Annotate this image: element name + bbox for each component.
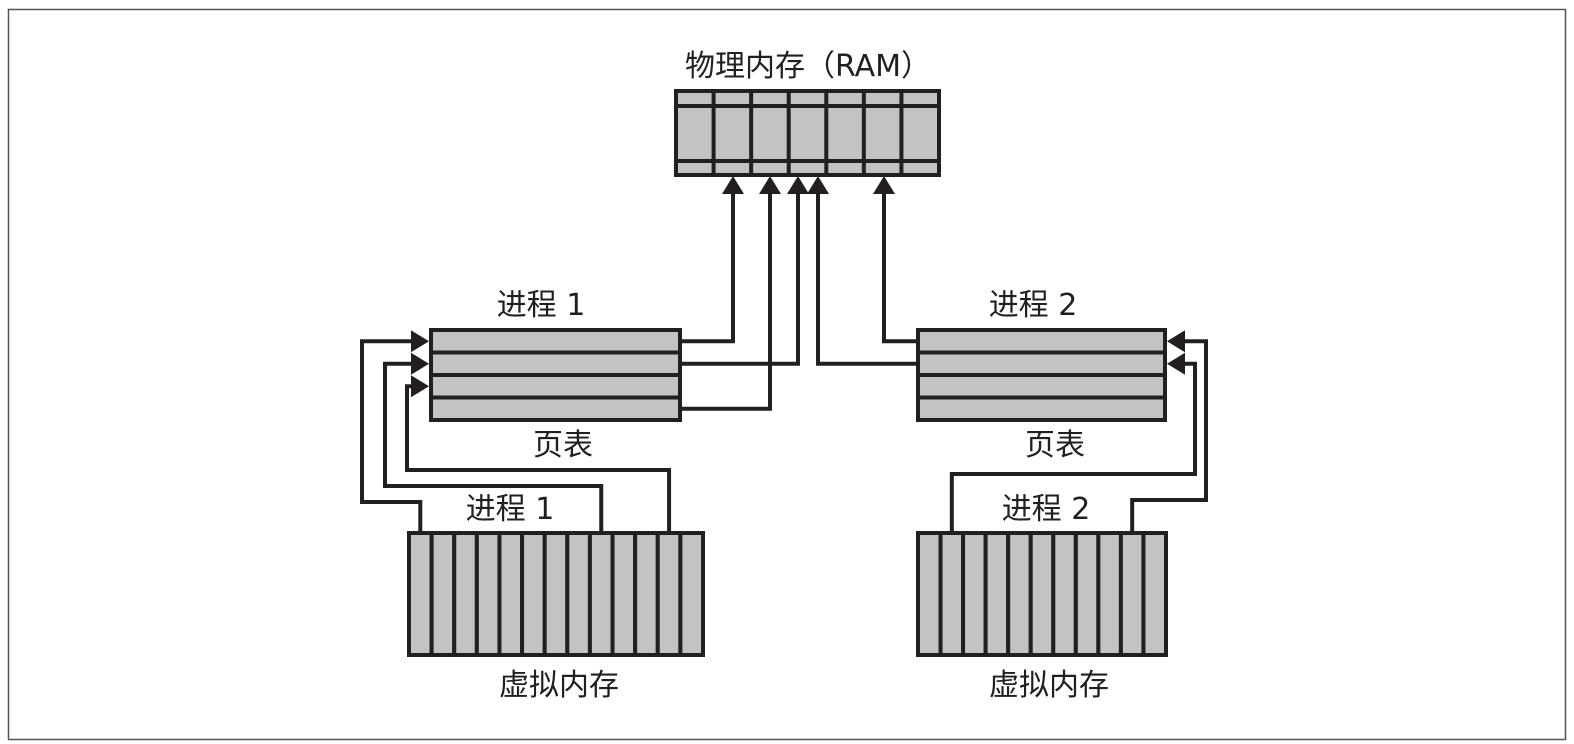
arrowhead-icon	[1167, 352, 1185, 375]
virtual-memory-cell	[497, 531, 525, 657]
virtual-memory-cell	[474, 531, 502, 657]
virtual-memory-cell	[452, 531, 479, 657]
arrowhead-icon	[873, 176, 895, 194]
arrowhead-icon	[787, 176, 809, 194]
page-table-row	[916, 395, 1167, 422]
vm-to-page-table-link	[949, 361, 1197, 533]
page-table-row	[429, 395, 682, 422]
vm-to-page-table-link	[405, 384, 672, 533]
arrowhead-icon	[1167, 330, 1185, 353]
ram-label: 物理内存（RAM）	[685, 49, 931, 84]
virtual-memory-cell	[1141, 531, 1169, 657]
virtual-memory-cell	[1051, 531, 1078, 657]
virtual-memory-cell	[1073, 531, 1101, 657]
page-table-process-2-title: 进程 2	[989, 288, 1078, 323]
page-table-to-ram-link	[816, 191, 918, 366]
page-table-row	[916, 350, 1167, 377]
page-table-to-ram-link	[680, 191, 772, 411]
arrowhead-icon	[411, 352, 429, 375]
virtual-memory-cell	[542, 531, 570, 657]
page-table-row	[429, 328, 682, 355]
page-table-process-1-title: 进程 1	[497, 288, 586, 323]
virtual-memory-cell	[1118, 531, 1146, 657]
vm-to-page-table-link	[383, 361, 604, 533]
page-table-process-1	[429, 328, 682, 422]
page-table-process-2-label: 页表	[1025, 428, 1085, 463]
vm-to-page-table-link	[1130, 339, 1208, 533]
virtual-memory-cell	[633, 531, 660, 657]
arrowhead-icon	[807, 176, 829, 194]
page-table-row	[916, 373, 1167, 400]
virtual-memory-process-1	[407, 531, 706, 657]
virtual-memory-cell	[961, 531, 988, 657]
virtual-memory-cell	[587, 531, 615, 657]
page-table-process-1-label: 页表	[533, 428, 593, 463]
virtual-memory-cell	[916, 531, 943, 657]
virtual-memory-process-1-label: 虚拟内存	[499, 668, 619, 703]
virtual-memory-cell	[938, 531, 966, 657]
virtual-memory-cell	[1096, 531, 1123, 657]
arrowhead-icon	[722, 176, 744, 194]
virtual-memory-cell	[1006, 531, 1033, 657]
physical-memory-ram	[674, 89, 941, 177]
vm-to-page-table-link	[360, 339, 423, 533]
arrowhead-icon	[411, 330, 429, 353]
virtual-memory-cell	[407, 531, 434, 657]
virtual-memory-cell	[610, 531, 638, 657]
page-table-row	[429, 350, 682, 377]
virtual-memory-cell	[678, 531, 706, 657]
page-table-to-ram-link	[882, 191, 918, 344]
virtual-memory-process-2-title: 进程 2	[1002, 492, 1091, 527]
page-table-row	[916, 328, 1167, 355]
page-table-to-ram-link	[680, 191, 800, 366]
mapping-arrows	[360, 176, 1208, 533]
page-table-process-2	[916, 328, 1167, 422]
virtual-memory-process-1-title: 进程 1	[466, 492, 555, 527]
virtual-memory-cell	[1028, 531, 1056, 657]
figure-frame	[7, 8, 1567, 741]
virtual-memory-cell	[655, 531, 683, 657]
virtual-memory-process-2-label: 虚拟内存	[989, 668, 1109, 703]
page-table-row	[429, 373, 682, 400]
virtual-memory-cell	[565, 531, 592, 657]
arrowhead-icon	[411, 375, 429, 398]
arrowhead-icon	[759, 176, 781, 194]
virtual-memory-cell	[983, 531, 1011, 657]
virtual-memory-cell	[520, 531, 547, 657]
virtual-memory-process-2	[916, 531, 1169, 657]
virtual-memory-cell	[429, 531, 457, 657]
page-table-to-ram-link	[680, 191, 735, 344]
